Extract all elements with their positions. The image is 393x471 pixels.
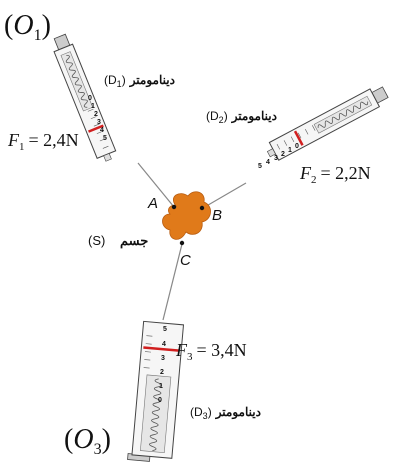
force-f3-label: F3= 3,4N (175, 340, 247, 363)
string-b (202, 182, 247, 209)
d2-tick: 2 (281, 151, 285, 158)
d3-tick: 0 (158, 397, 162, 404)
d3-tick: 5 (163, 326, 167, 333)
string-a (137, 162, 175, 208)
d1-tick: 3 (97, 119, 101, 126)
d1-scale: 0 1 2 3 4 5 (88, 95, 107, 142)
d2-scale: 0 1 2 3 4 5 (258, 143, 299, 170)
point-a-dot (171, 204, 177, 210)
point-b-dot (199, 205, 205, 211)
body-tag: (S) (88, 233, 105, 248)
force-f1-label: F1= 2,4N (7, 130, 79, 153)
dynamometer-d3 (127, 320, 185, 462)
d2-label: (D2)دينامومتر (206, 109, 277, 125)
body-s (162, 191, 211, 240)
d1-tick: 1 (91, 103, 95, 110)
body-word: جسم (120, 233, 148, 249)
body-label: جسم (S) (88, 233, 148, 249)
point-c-label: C (180, 252, 191, 269)
dynamometer-d1 (53, 33, 117, 162)
d2-tick: 5 (258, 163, 262, 170)
d2-tick: 1 (288, 147, 292, 154)
point-c-dot (179, 240, 185, 246)
d1-tick: 2 (94, 111, 98, 118)
d1-label: (D1)دينامومتر (104, 73, 175, 89)
d1-reading-marker (88, 124, 104, 133)
d3-tick: 4 (162, 341, 166, 348)
string-c (162, 243, 183, 321)
dynamometer-d2 (266, 86, 389, 161)
force-f2-label: F2= 2,2N (299, 163, 371, 186)
d3-label: (D3)دينامومتر (190, 405, 261, 421)
d2-tick: 3 (274, 155, 278, 162)
point-b-label: B (212, 207, 222, 224)
d3-reading-marker (143, 346, 180, 352)
d2-tick: 0 (295, 143, 299, 150)
d2-reading-marker (293, 130, 304, 146)
d3-tick: 1 (159, 383, 163, 390)
d2-tick: 4 (266, 159, 270, 166)
d1-tick: 5 (103, 135, 107, 142)
d3-tick: 2 (160, 369, 164, 376)
d1-tick: 0 (88, 95, 92, 102)
point-a-label: A (147, 195, 158, 212)
anchor-o3-label: (O3) (64, 424, 111, 458)
anchor-o1-label: (O1) (4, 10, 51, 44)
d3-tick: 3 (161, 355, 165, 362)
d1-tick: 4 (100, 127, 104, 134)
d3-scale: 5 4 3 2 1 0 (158, 326, 167, 404)
